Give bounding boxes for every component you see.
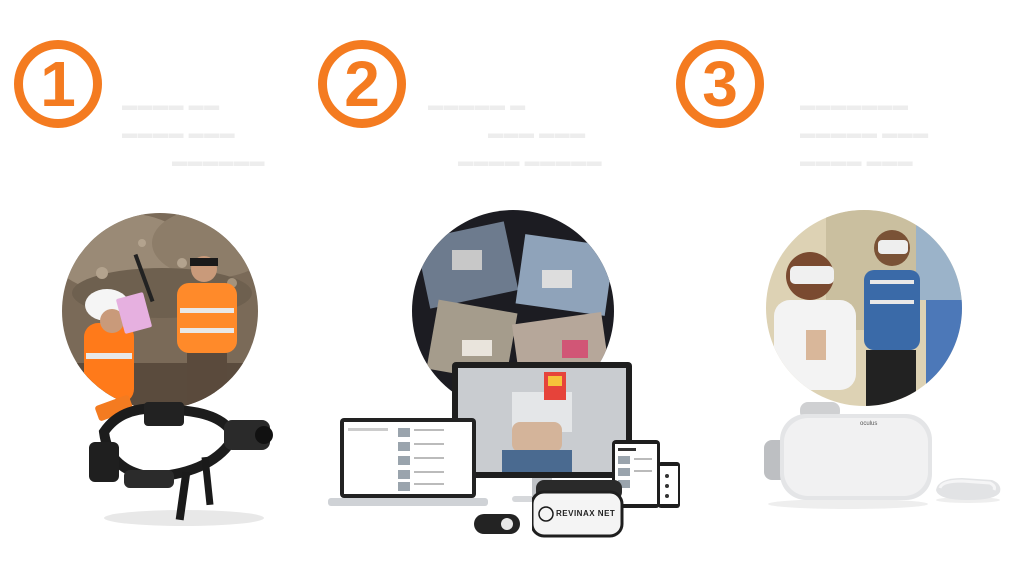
field-workers-photo: [62, 213, 258, 409]
oculus-go-headset: oculus: [760, 400, 936, 510]
tablet: [612, 440, 660, 513]
camera-headset-rig: [84, 382, 280, 537]
step-3: 3 ▬▬▬▬▬▬▬▬▬▬▬▬ ▬▬▬▬▬▬▬ ▬▬▬: [676, 0, 1016, 576]
step-number-1: 1: [14, 40, 102, 128]
oculus-go-controller: [932, 474, 1004, 509]
oculus-logo-text: oculus: [860, 421, 878, 427]
smartphone: [658, 462, 680, 513]
step-3-description: ▬▬▬▬▬▬▬▬▬▬▬▬ ▬▬▬▬▬▬▬ ▬▬▬: [800, 97, 929, 170]
step-2: 2 ▬▬▬▬▬ ▬▬▬▬ ▬▬▬▬▬▬▬ ▬▬▬▬▬: [318, 0, 680, 576]
step-2-description: ▬▬▬▬▬ ▬▬▬▬ ▬▬▬▬▬▬▬ ▬▬▬▬▬: [428, 97, 603, 170]
vr-users-photo: [766, 210, 962, 406]
step-number-3: 3: [676, 40, 764, 128]
revinax-headset: REVINAX NET: [532, 480, 624, 538]
revinax-logo-text: REVINAX NET: [556, 509, 616, 518]
step-1-description: ▬▬▬▬ ▬▬▬▬▬▬ ▬▬▬▬▬▬▬▬▬: [122, 97, 265, 170]
desktop-monitor: [452, 362, 652, 517]
step-1: 1 ▬▬▬▬ ▬▬▬▬▬▬ ▬▬▬▬▬▬▬▬▬: [0, 0, 340, 576]
laptop: [328, 418, 488, 513]
vr-remote: [474, 514, 520, 539]
step-number-2: 2: [318, 40, 406, 128]
